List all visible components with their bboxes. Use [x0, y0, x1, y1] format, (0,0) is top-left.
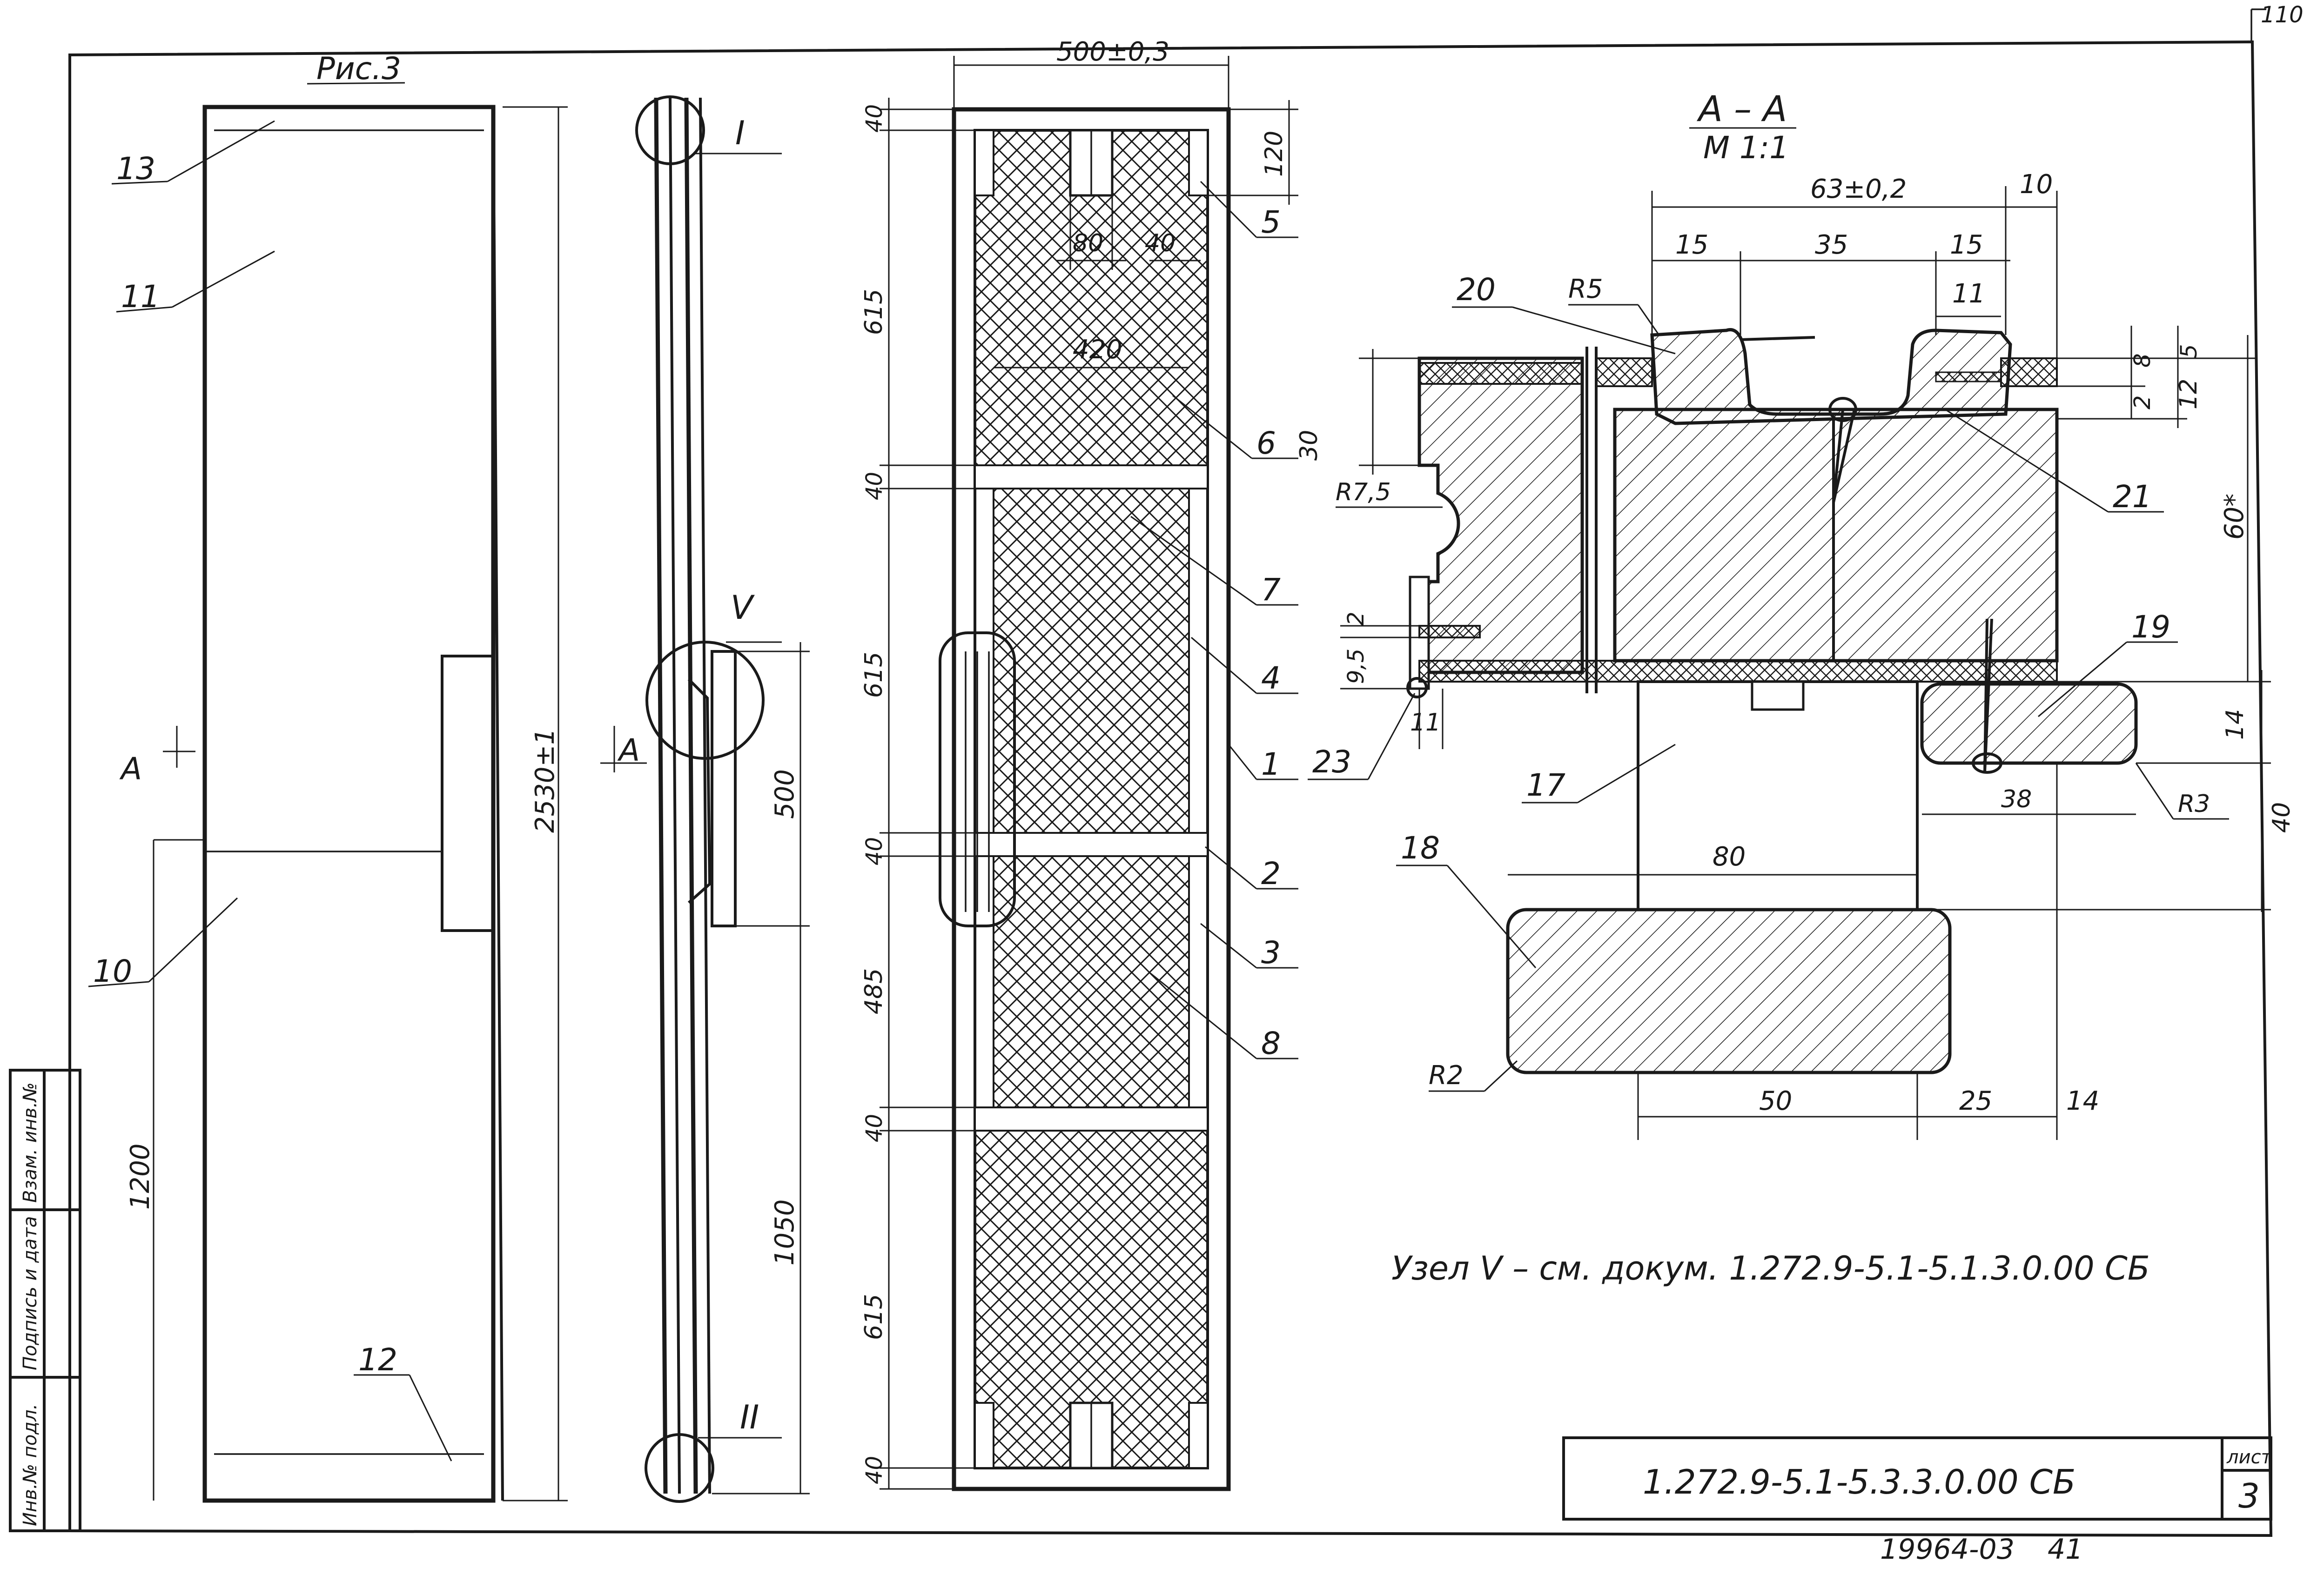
sec-dim-11l: 11 [1410, 709, 1441, 737]
view3-left-dim-6: 485 [860, 968, 888, 1014]
view1-front-elevation [153, 105, 568, 1503]
view1-leader-12: 12 [358, 1342, 397, 1378]
view2-section-mark: А [617, 732, 640, 768]
figure-title: Рис.3 [316, 51, 401, 87]
title-block [1562, 1436, 2272, 1521]
stamp-field-sign: Подпись и дата [20, 1216, 41, 1370]
sec-dim-60: 60* [2219, 494, 2250, 540]
sec-dim-80: 80 [1713, 842, 1746, 872]
view2-node-I: I [735, 114, 745, 152]
view3-dim-80: 80 [1073, 229, 1103, 257]
view3-left-dim-9: 40 [861, 1456, 887, 1484]
sheet-value: 3 [2238, 1476, 2260, 1515]
sec-radius-r2: R2 [1429, 1060, 1464, 1091]
bottom-code: 19964-03 [1880, 1533, 2015, 1566]
sheet-frame [68, 8, 2273, 1537]
sec-dim-38: 38 [2001, 785, 2032, 813]
view1-section-mark: А [119, 751, 142, 787]
view2-dim-1050: 1050 [770, 1199, 800, 1266]
sec-dim-15b: 15 [1950, 230, 1983, 260]
view3-top-dim: 500±0,3 [1056, 37, 1169, 67]
view3-leader-8: 8 [1261, 1026, 1281, 1061]
sec-leader-21: 21 [2113, 479, 2152, 515]
stamp-field-replace: Взам. инв.№ [20, 1082, 41, 1203]
sec-dim-2l: 2 [1343, 611, 1369, 626]
view1-dim-1200: 1200 [125, 1143, 155, 1210]
sec-dim-25: 25 [1959, 1086, 1992, 1116]
sec-dim-63: 63±0,2 [1810, 174, 1907, 204]
sec-radius-r5: R5 [1568, 274, 1603, 304]
view3-left-dim-7: 40 [861, 1114, 887, 1142]
view3-dim-420: 420 [1073, 335, 1122, 365]
section-scale: М 1:1 [1703, 130, 1789, 166]
sheet-label: лист [2226, 1447, 2273, 1468]
view3-leader-2: 2 [1261, 856, 1281, 892]
doc-code: 1.272.9-5.1-5.3.3.0.00 СБ [1643, 1462, 2075, 1502]
sec-dim-12: 12 [2175, 379, 2203, 409]
sec-dim-15a: 15 [1675, 230, 1708, 260]
view3-leader-6: 6 [1256, 425, 1276, 461]
sec-dim-14b: 14 [2066, 1086, 2099, 1116]
sec-dim-35: 35 [1815, 230, 1848, 260]
sec-dim-30: 30 [1295, 430, 1323, 461]
sec-leader-18: 18 [1401, 830, 1440, 866]
view3-right-dim: 120 [1260, 131, 1288, 177]
view1-leader-13: 13 [116, 151, 155, 187]
view1-dim-height: 2530±1 [530, 728, 560, 833]
view2-dim-500: 500 [770, 769, 800, 819]
sec-radius-r3: R3 [2178, 790, 2210, 818]
sec-dim-2: 2 [2129, 395, 2156, 409]
view3-left-dim-5: 40 [861, 837, 887, 865]
node-note: Узел V – см. докум. 1.272.9-5.1-5.1.3.0.… [1391, 1249, 2150, 1287]
view3-left-dim-1: 40 [861, 104, 887, 133]
view3-dim-40: 40 [1145, 229, 1175, 257]
sec-leader-20: 20 [1457, 272, 1496, 308]
section-title: А – А [1696, 88, 1787, 129]
sec-dim-40r: 40 [2268, 802, 2296, 833]
sec-dim-8: 8 [2129, 353, 2156, 368]
sec-dim-50: 50 [1759, 1086, 1792, 1116]
sec-leader-23: 23 [1312, 744, 1351, 780]
sec-dim-95: 9,5 [1343, 649, 1369, 684]
view3-leader-1: 1 [1261, 746, 1281, 782]
view3-leader-4: 4 [1261, 660, 1281, 696]
view3-leader-5: 5 [1261, 204, 1281, 240]
sec-dim-14r: 14 [2221, 709, 2249, 740]
stamp-strip [9, 1069, 81, 1532]
sec-dim-5: 5 [2176, 344, 2202, 358]
stamp-field-inv: Инв.№ подл. [20, 1404, 41, 1526]
section-aa [1336, 186, 2271, 1140]
sheet-number-top: 110 [2261, 2, 2304, 28]
bottom-page: 41 [2048, 1533, 2083, 1566]
view2-side-view [600, 95, 810, 1503]
sec-dim-11: 11 [1952, 279, 1985, 309]
view3-leader-3: 3 [1261, 935, 1281, 971]
sec-leader-19: 19 [2131, 609, 2170, 645]
view3-frame-fill [880, 56, 1298, 1491]
view2-node-V: V [731, 589, 755, 627]
sec-leader-17: 17 [1526, 767, 1565, 803]
view3-left-dim-3: 40 [861, 472, 887, 500]
view3-leader-7: 7 [1261, 572, 1281, 608]
view2-node-II: II [740, 1398, 759, 1436]
view3-left-dim-4: 615 [860, 652, 888, 698]
sec-dim-r75: R7,5 [1336, 478, 1391, 506]
view3-left-dim-2: 615 [860, 289, 888, 335]
view3-left-dim-8: 615 [860, 1294, 888, 1340]
sec-dim-10: 10 [2020, 169, 2053, 200]
